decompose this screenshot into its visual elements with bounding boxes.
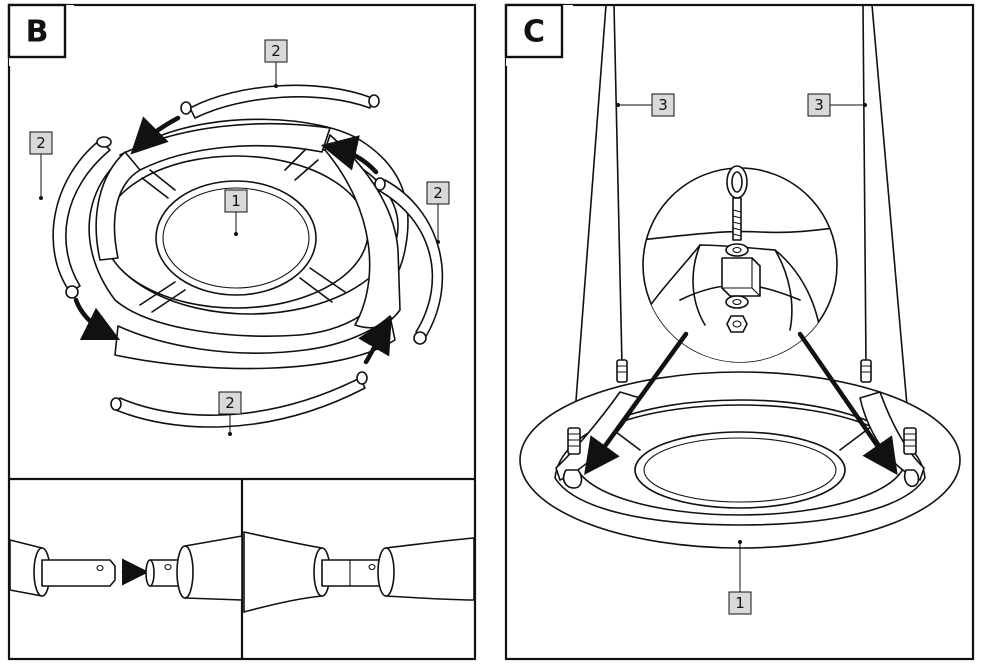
fabric-flap-left bbox=[95, 151, 141, 261]
panel-b: B bbox=[7, 3, 477, 661]
svg-text:2: 2 bbox=[433, 184, 443, 202]
svg-text:1: 1 bbox=[231, 192, 241, 210]
panel-b-letter-box: B bbox=[7, 3, 74, 66]
arrow-insert-right bbox=[320, 135, 379, 175]
svg-text:3: 3 bbox=[658, 96, 668, 114]
callout-tube-bottom: 2 bbox=[218, 391, 242, 436]
rope-fittings bbox=[562, 359, 920, 489]
callout-seat-b: 1 bbox=[224, 189, 248, 236]
seat-ring-assembled bbox=[519, 371, 961, 549]
washer-top bbox=[725, 243, 749, 257]
panel-c-frame bbox=[504, 3, 975, 661]
tube-bottom bbox=[110, 371, 368, 428]
detail-tubes-joined bbox=[243, 531, 475, 613]
callout-tube-top: 2 bbox=[264, 39, 288, 88]
svg-text:2: 2 bbox=[225, 394, 235, 412]
panel-c-letter: C bbox=[523, 15, 545, 50]
seat-spoke bbox=[139, 281, 176, 306]
eye-bolt-thread bbox=[732, 197, 742, 241]
seat-mesh-inner bbox=[162, 187, 310, 289]
seat-spoke bbox=[149, 169, 176, 191]
svg-text:3: 3 bbox=[814, 96, 824, 114]
seat-spoke bbox=[141, 177, 169, 199]
callout-rope-left: 3 bbox=[616, 93, 675, 117]
seat-mesh-outer bbox=[155, 180, 317, 296]
callout-rope-right: 3 bbox=[807, 93, 867, 117]
arrow-insert-top bbox=[130, 115, 181, 155]
tube-left bbox=[52, 136, 112, 299]
seat-mesh-inner bbox=[643, 437, 837, 503]
panel-c-letter-box: C bbox=[504, 3, 573, 66]
seat-spoke bbox=[151, 289, 186, 313]
callout-tube-left: 2 bbox=[29, 131, 53, 200]
tube-right bbox=[374, 177, 444, 345]
seat-spoke bbox=[309, 267, 346, 293]
seat-mesh-outer bbox=[634, 431, 846, 509]
svg-text:1: 1 bbox=[735, 594, 745, 612]
detail-magnifier bbox=[642, 165, 838, 363]
seat-spoke bbox=[284, 149, 306, 171]
arrow-insert-bottom bbox=[358, 316, 392, 365]
svg-text:2: 2 bbox=[271, 42, 281, 60]
panel-c: C bbox=[504, 3, 975, 661]
washer-bottom bbox=[725, 295, 749, 309]
callout-tube-right: 2 bbox=[426, 181, 450, 244]
svg-text:2: 2 bbox=[36, 134, 46, 152]
arrow-detail-left bbox=[584, 331, 689, 475]
callout-seat-c: 1 bbox=[728, 540, 752, 615]
tube-top bbox=[180, 84, 380, 119]
ropes bbox=[572, 4, 911, 441]
nut bbox=[726, 315, 748, 333]
arrow-insert-left bbox=[73, 297, 121, 341]
detail-tubes-separated bbox=[9, 535, 243, 601]
seat-spoke bbox=[299, 277, 333, 303]
arrow-detail-right bbox=[797, 331, 898, 476]
panel-b-letter: B bbox=[26, 15, 49, 50]
seat-spoke bbox=[294, 159, 319, 181]
